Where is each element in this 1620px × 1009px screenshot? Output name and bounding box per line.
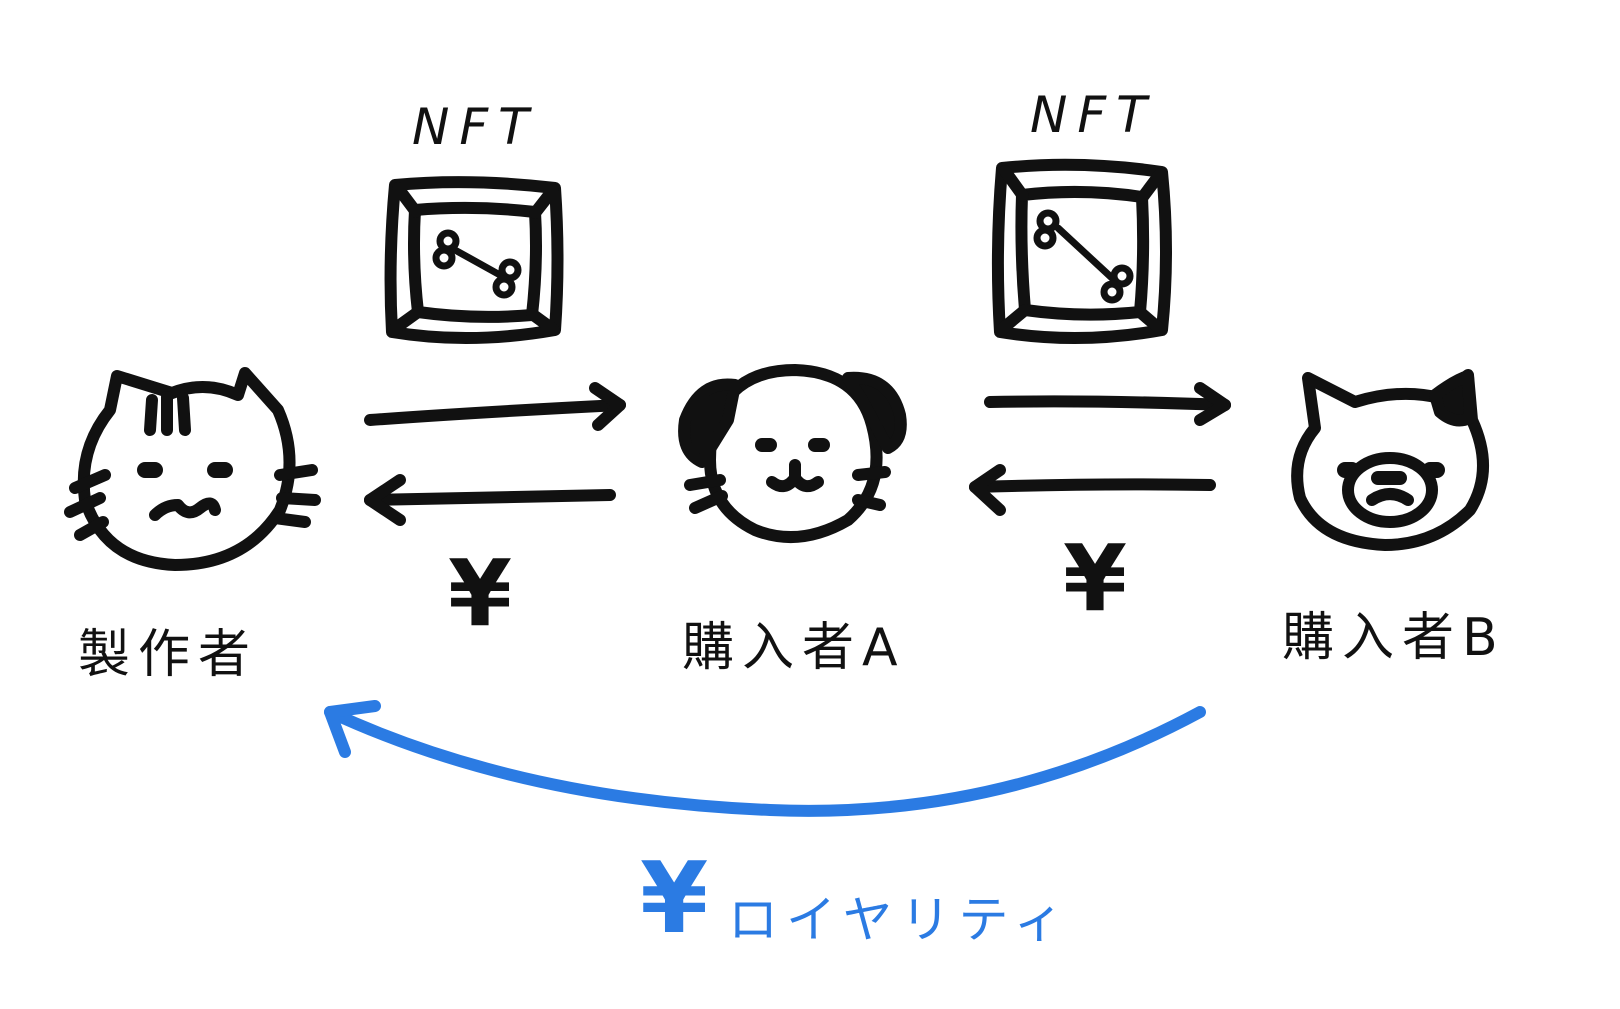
nft-label-1: NFT <box>412 98 539 156</box>
nft-frame-icon <box>384 176 564 345</box>
cat-icon <box>64 367 321 571</box>
nft-transfer-arrow <box>984 382 1231 426</box>
dog-icon <box>678 364 907 544</box>
creator-label: 製作者 <box>78 625 259 685</box>
payment-arrow <box>969 464 1216 516</box>
royalty-arrow <box>324 700 1206 817</box>
nft-transfer-arrow <box>364 382 626 431</box>
payment-yen-2: ¥ <box>1063 525 1128 632</box>
royalty-label: ロイヤリティ <box>728 891 1072 949</box>
bone-icon <box>432 229 522 299</box>
payment-yen-1: ¥ <box>448 540 513 647</box>
bone-icon <box>1033 209 1134 304</box>
payment-arrow <box>364 474 616 526</box>
royalty-yen: ¥ <box>640 842 709 956</box>
nft-frame-icon <box>991 158 1172 345</box>
nft-label-2: NFT <box>1030 86 1157 144</box>
spotted-cat-icon <box>1291 369 1489 551</box>
buyer-b-label: 購入者B <box>1282 608 1506 668</box>
buyer-a-label: 購入者A <box>682 618 906 678</box>
